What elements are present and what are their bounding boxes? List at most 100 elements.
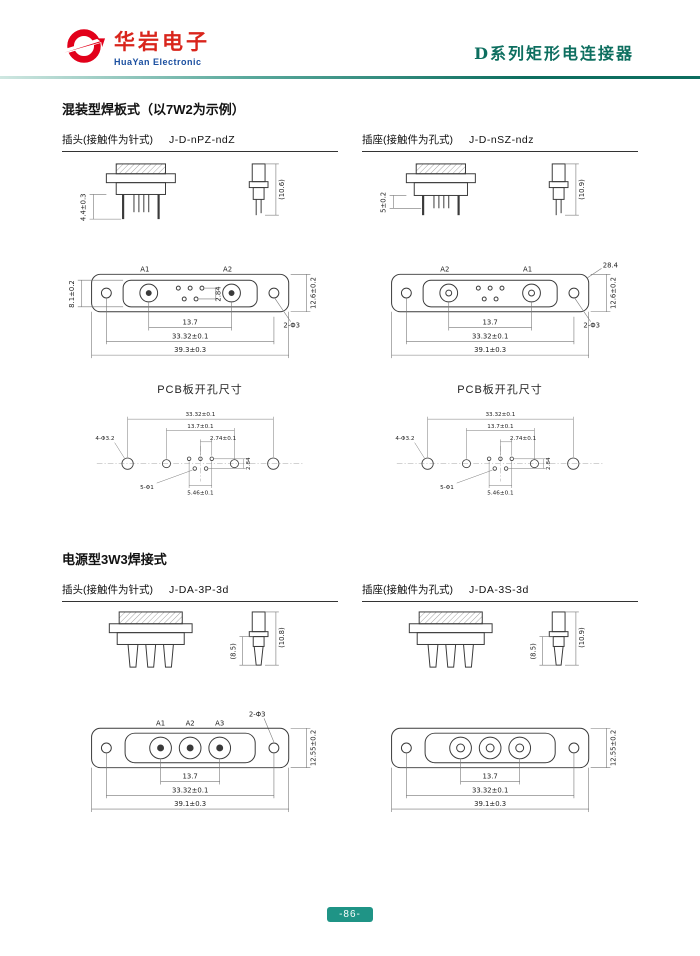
dimension-label: 4.4±0.3 <box>80 193 88 221</box>
section2-columns: 插头(接触件为针式) J-DA-3P-3d <box>62 568 638 819</box>
dimension-label: 33.32±0.1 <box>172 786 208 794</box>
page-footer: -86- <box>0 904 700 922</box>
contact-label: A2 <box>186 719 195 727</box>
page-header: 华岩电子 HuaYan Electronic D系列矩形电连接器 <box>0 0 700 74</box>
dimension-label: 5±0.2 <box>380 192 388 213</box>
s2-socket-panel: 插座(接触件为孔式) J-DA-3S-3d <box>362 568 638 819</box>
pcb-drilling-drawing: 33.32±0.1 13.7±0.1 2.74±0.1 4-Φ3.2 5-Φ1 … <box>395 412 604 496</box>
section1-title: 混装型焊板式（以7W2为示例） <box>62 102 245 117</box>
dimension-label: 39.1±0.3 <box>474 800 506 808</box>
page-content: 混装型焊板式（以7W2为示例） 插头(接触件为针式) J-D-nPZ-ndZ <box>0 99 700 818</box>
dimension-label: 13.7±0.1 <box>187 424 214 430</box>
dimension-label: 2-Φ3 <box>283 322 300 330</box>
dimension-label: 5-Φ1 <box>140 485 154 491</box>
model-number: J-DA-3P-3d <box>169 583 229 596</box>
document-title: D系列矩形电连接器 <box>474 44 634 63</box>
dimension-label: (8.5) <box>229 642 237 659</box>
connector-type-label: 插座(接触件为孔式) <box>362 134 453 146</box>
model-number: J-DA-3S-3d <box>469 583 529 596</box>
dimension-label: 2-Φ3 <box>583 322 600 330</box>
s1-socket-pcb-block: PCB板开孔尺寸 <box>362 381 638 503</box>
page-number-badge: -86- <box>327 907 373 922</box>
dimension-label: 2.74±0.1 <box>209 436 236 442</box>
dimension-label: 13.7 <box>182 772 197 780</box>
dimension-label: 12.55±0.2 <box>309 729 317 765</box>
side-view <box>248 163 269 216</box>
side-view <box>548 163 569 216</box>
side-view <box>248 610 269 666</box>
dimension-label: 13.7 <box>482 772 497 780</box>
dimension-label: 4-Φ3.2 <box>395 436 414 442</box>
contact-label: A3 <box>215 719 224 727</box>
dimension-label: 33.32±0.1 <box>472 332 508 340</box>
dimension-label: 5-Φ1 <box>440 485 454 491</box>
dimension-label: 39.1±0.3 <box>174 800 206 808</box>
face-view <box>391 273 590 313</box>
logo-chinese-name: 华岩电子 <box>114 29 210 54</box>
dimension-label: 13.7±0.1 <box>487 424 514 430</box>
rear-view <box>405 163 476 216</box>
logo-icon <box>63 29 106 63</box>
dimension-label: 2.74±0.1 <box>509 436 536 442</box>
company-logo: 华岩电子 HuaYan Electronic <box>62 24 210 68</box>
dimension-label: 12.6±0.2 <box>609 277 617 309</box>
dimension-label: 13.7 <box>182 319 197 327</box>
pcb-hole-size-label: PCB板开孔尺寸 <box>157 384 243 397</box>
dimension-label: 2.84 <box>245 457 251 470</box>
connector-type-label: 插座(接触件为孔式) <box>362 583 453 596</box>
dimension-label: 39.1±0.3 <box>474 346 506 354</box>
s2-socket-technical-drawing: (10.9) (8.5) <box>391 610 617 812</box>
model-number: J-D-nPZ-ndZ <box>169 134 236 146</box>
logo-text: 华岩电子 HuaYan Electronic <box>114 26 210 67</box>
s1-plug-pcb-block: PCB板开孔尺寸 <box>62 381 338 503</box>
rear-view <box>408 610 493 668</box>
rear-view <box>105 163 176 220</box>
s2-plug-technical-drawing: (10.8) (8.5) 2-Φ3 A1 <box>91 610 317 812</box>
s1-socket-subtitle: 插座(接触件为孔式) J-D-nSZ-ndz <box>362 118 638 152</box>
dimension-label: (10.9) <box>578 179 586 200</box>
face-view <box>391 727 590 768</box>
s2-socket-subtitle: 插座(接触件为孔式) J-DA-3S-3d <box>362 568 638 602</box>
dimension-label: 33.32±0.1 <box>172 332 208 340</box>
dimension-label: 33.32±0.1 <box>485 412 515 418</box>
s1-socket-panel: 插座(接触件为孔式) J-D-nSZ-ndz <box>362 118 638 503</box>
dimension-label: 4-Φ3.2 <box>95 436 114 442</box>
contact-label: A2 <box>440 265 449 273</box>
dimension-label: 2.84 <box>215 286 223 301</box>
contact-label: A1 <box>523 265 532 273</box>
s1-socket-technical-drawing: 5±0.2 (10.9) <box>380 163 618 359</box>
dimension-label: 33.32±0.1 <box>185 412 215 418</box>
dimension-label: 39.3±0.3 <box>174 346 206 354</box>
contact-label: A1 <box>156 719 165 727</box>
dimension-label: 2-Φ3 <box>249 710 266 718</box>
dimension-label: (8.5) <box>529 642 537 659</box>
dimension-label: 5.46±0.1 <box>487 490 514 496</box>
logo-english-name: HuaYan Electronic <box>114 56 202 67</box>
model-number: J-D-nSZ-ndz <box>469 134 535 146</box>
face-view <box>91 727 290 768</box>
dimension-label: 13.7 <box>482 319 497 327</box>
dimension-label: 28.4 <box>603 261 618 269</box>
pcb-drilling-drawing: 33.32±0.1 13.7±0.1 2.74±0.1 4-Φ3.2 5-Φ1 … <box>95 412 304 496</box>
dimension-label: 2.84 <box>545 457 551 470</box>
dimension-label: 33.32±0.1 <box>472 786 508 794</box>
connector-type-label: 插头(接触件为针式) <box>62 583 153 596</box>
contact-label: A2 <box>223 265 232 273</box>
s1-plug-subtitle: 插头(接触件为针式) J-D-nPZ-ndZ <box>62 118 338 152</box>
header-rule <box>0 76 700 79</box>
side-view <box>548 610 569 666</box>
dimension-label: (10.9) <box>578 626 586 647</box>
dimension-label: 12.55±0.2 <box>609 729 617 765</box>
s2-plug-panel: 插头(接触件为针式) J-DA-3P-3d <box>62 568 338 819</box>
rear-view <box>108 610 193 668</box>
contact-label: A1 <box>140 265 149 273</box>
s1-plug-panel: 插头(接触件为针式) J-D-nPZ-ndZ <box>62 118 338 503</box>
s2-plug-subtitle: 插头(接触件为针式) J-DA-3P-3d <box>62 568 338 602</box>
pcb-hole-size-label: PCB板开孔尺寸 <box>457 384 543 397</box>
dimension-label: 12.6±0.2 <box>309 277 317 309</box>
dimension-label: 8.1±0.2 <box>68 280 76 308</box>
connector-type-label: 插头(接触件为针式) <box>62 134 153 146</box>
s1-plug-technical-drawing: 4.4±0.3 (10.6) <box>68 163 317 359</box>
section2-title: 电源型3W3焊接式 <box>62 551 167 567</box>
